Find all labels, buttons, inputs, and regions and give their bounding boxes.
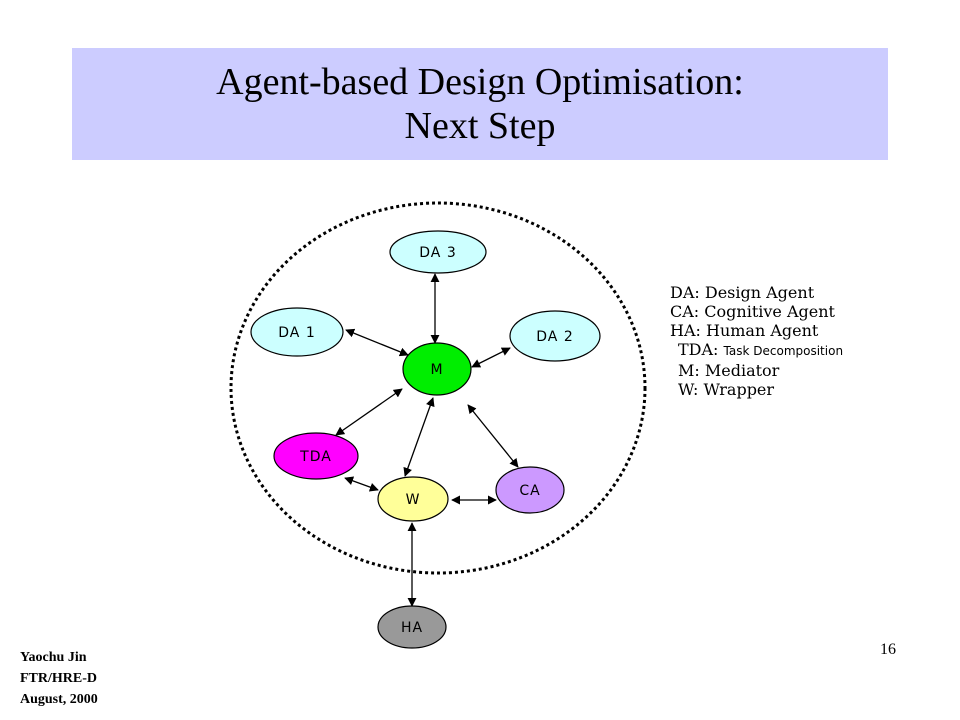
node-tda: TDA: [273, 432, 359, 480]
legend-item-tda-full: Task Decomposition: [723, 344, 844, 358]
node-m-label: M: [430, 362, 443, 378]
legend-item-tda-abbr: TDA:: [678, 340, 719, 359]
footer-date: August, 2000: [20, 692, 98, 707]
node-w-shape: [377, 476, 449, 522]
node-ha-label: HA: [401, 620, 423, 636]
node-da1: DA 1: [250, 307, 344, 357]
legend-item-tda: TDA: Task Decomposition: [670, 340, 843, 361]
node-da3-label: DA 3: [419, 245, 456, 261]
node-da2-shape: [509, 310, 601, 362]
footer-department: FTR/HRE-D: [20, 671, 97, 686]
legend-item-m: M: Mediator: [678, 361, 780, 380]
node-da3: DA 3: [389, 230, 487, 274]
legend-item-da: DA: Design Agent: [670, 283, 815, 302]
node-ca: CA: [495, 466, 565, 514]
node-w: W: [377, 476, 449, 522]
connector-da1-m: [345, 328, 409, 357]
node-m-shape: [402, 342, 472, 396]
node-ca-shape: [495, 466, 565, 514]
slide-footer: Yaochu Jin FTR/HRE-D August, 2000: [20, 647, 98, 710]
node-da3-shape: [389, 230, 487, 274]
node-da2-label: DA 2: [536, 329, 573, 345]
node-da2: DA 2: [509, 310, 601, 362]
slide-title-banner: Agent-based Design Optimisation: Next St…: [72, 48, 888, 160]
node-ha: HA: [377, 605, 447, 649]
connector-w-m: [403, 397, 435, 477]
connector-ca-m: [467, 404, 519, 468]
legend-item-ca: CA: Cognitive Agent: [670, 302, 835, 321]
node-w-label: W: [406, 492, 421, 508]
connector-tda-m: [335, 388, 403, 436]
system-boundary-circle: [229, 201, 647, 575]
node-ca-label: CA: [519, 483, 540, 499]
node-tda-shape: [273, 432, 359, 480]
connector-da2-m: [471, 347, 511, 368]
slide-title-line-1: Agent-based Design Optimisation:: [216, 61, 744, 103]
node-tda-label: TDA: [299, 449, 332, 465]
footer-author-name: Yaochu Jin: [20, 650, 87, 665]
connector-group: [335, 273, 519, 607]
node-ha-shape: [377, 605, 447, 649]
connector-tda-w: [344, 476, 379, 492]
legend-item-ha: HA: Human Agent: [670, 321, 819, 340]
node-m: M: [402, 342, 472, 396]
legend-item-w: W: Wrapper: [678, 380, 775, 399]
page-number: 16: [880, 641, 896, 658]
slide-title-line-2: Next Step: [404, 105, 556, 147]
node-da1-label: DA 1: [278, 325, 315, 341]
node-da1-shape: [250, 307, 344, 357]
abbreviation-legend: DA: Design Agent CA: Cognitive Agent HA:…: [670, 283, 843, 399]
